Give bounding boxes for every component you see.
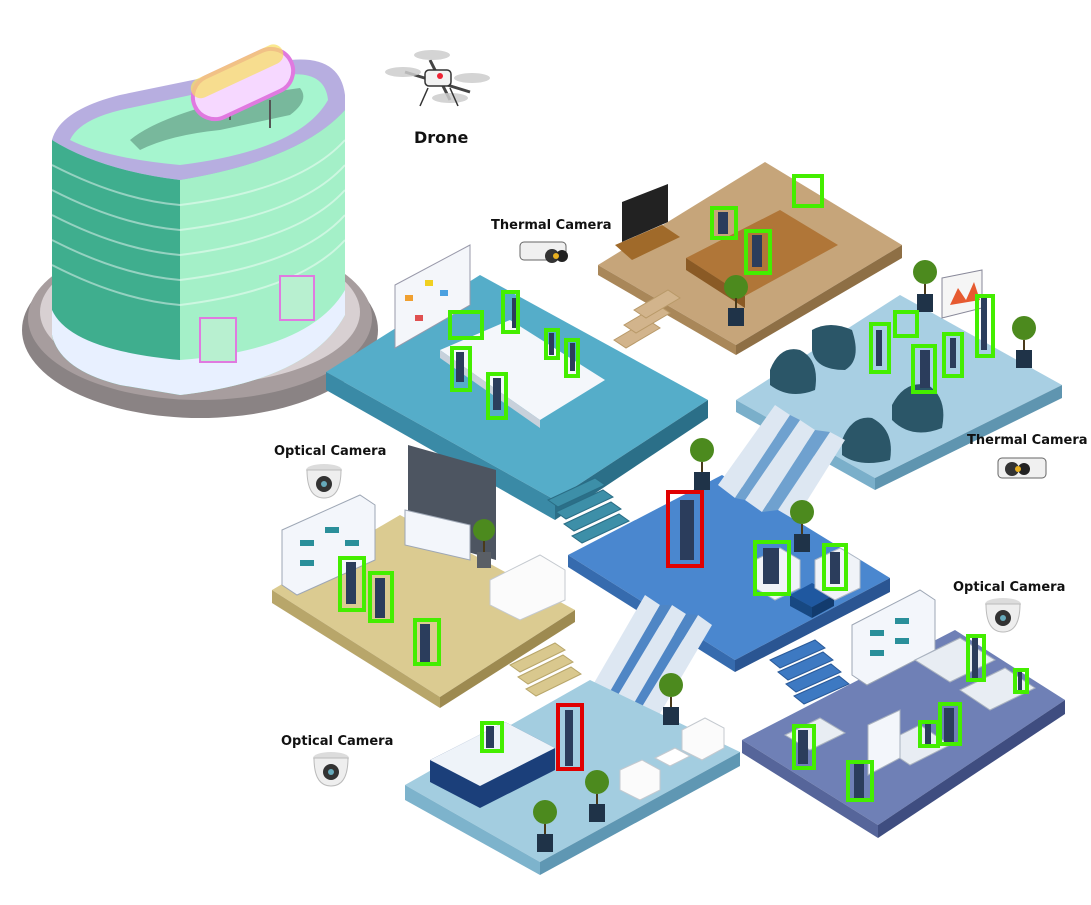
optical-camera-label: Optical Camera: [281, 734, 394, 749]
potted-plant: [533, 800, 557, 852]
thermal-camera-label: Thermal Camera: [491, 218, 612, 233]
detection-box: [792, 724, 816, 770]
potted-plant: [790, 500, 814, 552]
detection-box: [448, 310, 484, 340]
detection-box: [501, 290, 520, 334]
detection-box: [792, 174, 824, 208]
meeting-room-floor: [326, 244, 708, 520]
potted-plant: [585, 770, 609, 822]
reception-floor: [405, 680, 740, 875]
detection-box: [486, 372, 508, 420]
office-building: [22, 44, 378, 418]
detection-box: [338, 556, 366, 612]
stairs-hub: [769, 639, 850, 705]
stairs-meeting: [547, 477, 630, 544]
detection-box: [975, 294, 995, 358]
dome-camera-icon: [306, 464, 342, 499]
potted-plant: [659, 673, 683, 725]
detection-box: [918, 720, 940, 748]
detection-box-alert: [666, 490, 704, 568]
dome-camera-icon: [313, 752, 349, 787]
detection-box: [744, 229, 772, 275]
potted-plant: [1012, 316, 1036, 368]
escalator-upper: [718, 405, 845, 520]
detection-box: [544, 328, 560, 360]
dome-camera-icon: [985, 598, 1021, 633]
detection-box: [822, 543, 848, 591]
potted-plant: [913, 260, 937, 312]
detection-box: [966, 634, 986, 682]
people: [346, 212, 1022, 798]
central-hub-floor: [568, 475, 890, 672]
detection-box: [480, 721, 504, 753]
potted-plant: [724, 275, 748, 326]
thermal-camera-label: Thermal Camera: [967, 433, 1088, 448]
drone-icon: [385, 50, 490, 107]
detection-box: [450, 346, 472, 392]
optical-camera-label: Optical Camera: [274, 444, 387, 459]
thermal-camera-icon: [997, 457, 1047, 479]
rooftop-sign: [190, 44, 296, 128]
potted-plant: [473, 519, 495, 568]
detection-box: [869, 322, 891, 374]
detection-box: [846, 760, 874, 802]
detection-box-alert: [556, 703, 584, 771]
detection-box: [893, 310, 919, 338]
thermal-camera-icon: [519, 241, 568, 263]
detection-box: [753, 540, 791, 596]
detection-boxes: [338, 174, 1029, 802]
detection-box: [368, 571, 394, 623]
detection-box: [564, 338, 580, 378]
library-floor: [272, 445, 582, 708]
escalator-lower: [590, 595, 712, 722]
drone-label: Drone: [414, 128, 469, 147]
detection-box: [710, 206, 738, 240]
potted-plant: [690, 438, 714, 490]
detection-box: [1013, 668, 1029, 694]
detection-box: [413, 618, 441, 666]
detection-box: [911, 344, 937, 394]
detection-box: [942, 332, 964, 378]
optical-camera-label: Optical Camera: [953, 580, 1066, 595]
